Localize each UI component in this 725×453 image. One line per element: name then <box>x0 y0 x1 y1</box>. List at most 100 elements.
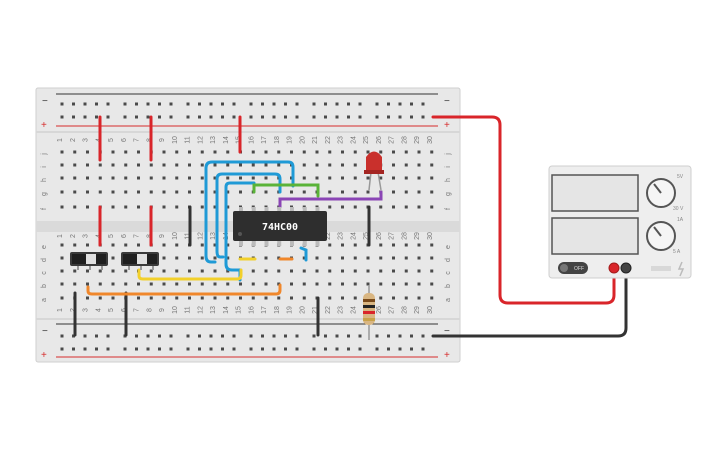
rail-hole[interactable] <box>169 115 173 119</box>
rail-hole[interactable] <box>186 102 190 106</box>
breadboard-hole[interactable] <box>200 205 204 209</box>
breadboard-hole[interactable] <box>60 243 64 247</box>
breadboard-hole[interactable] <box>175 176 179 180</box>
switch-toggle[interactable] <box>137 254 147 264</box>
breadboard-hole[interactable] <box>73 150 77 154</box>
breadboard-hole[interactable] <box>392 243 395 247</box>
breadboard-hole[interactable] <box>392 296 395 300</box>
rail-hole[interactable] <box>146 102 150 106</box>
breadboard-hole[interactable] <box>404 190 408 194</box>
rail-hole[interactable] <box>272 102 276 106</box>
breadboard-hole[interactable] <box>341 296 344 300</box>
breadboard-hole[interactable] <box>226 163 230 167</box>
breadboard-hole[interactable] <box>149 269 153 273</box>
breadboard-hole[interactable] <box>302 150 306 154</box>
breadboard-hole[interactable] <box>328 150 332 154</box>
rail-hole[interactable] <box>387 334 390 338</box>
breadboard-hole[interactable] <box>430 163 434 167</box>
breadboard-hole[interactable] <box>302 269 306 273</box>
rail-hole[interactable] <box>135 347 138 351</box>
breadboard-hole[interactable] <box>60 190 64 194</box>
breadboard-hole[interactable] <box>111 205 115 209</box>
breadboard-hole[interactable] <box>149 282 153 286</box>
positive-terminal[interactable] <box>608 262 620 274</box>
breadboard-hole[interactable] <box>239 282 242 286</box>
breadboard-hole[interactable] <box>353 150 357 154</box>
rail-hole[interactable] <box>324 115 327 119</box>
breadboard-hole[interactable] <box>162 163 166 167</box>
rail-hole[interactable] <box>123 102 127 106</box>
rail-hole[interactable] <box>284 102 287 106</box>
breadboard-hole[interactable] <box>392 256 395 260</box>
rail-hole[interactable] <box>347 334 350 338</box>
breadboard-hole[interactable] <box>430 176 434 180</box>
breadboard-hole[interactable] <box>111 150 115 154</box>
rail-hole[interactable] <box>123 347 127 351</box>
breadboard-hole[interactable] <box>366 190 370 194</box>
breadboard-hole[interactable] <box>200 150 204 154</box>
breadboard-hole[interactable] <box>162 269 166 273</box>
rail-hole[interactable] <box>272 115 276 119</box>
breadboard-hole[interactable] <box>430 205 434 209</box>
breadboard-hole[interactable] <box>188 282 191 286</box>
breadboard-hole[interactable] <box>60 256 64 260</box>
breadboard-hole[interactable] <box>239 296 242 300</box>
rail-hole[interactable] <box>186 347 190 351</box>
rail-hole[interactable] <box>221 347 224 351</box>
breadboard-hole[interactable] <box>417 176 421 180</box>
breadboard-hole[interactable] <box>353 176 357 180</box>
breadboard-hole[interactable] <box>417 190 421 194</box>
breadboard-hole[interactable] <box>251 176 255 180</box>
breadboard-hole[interactable] <box>341 243 344 247</box>
breadboard-hole[interactable] <box>226 243 230 247</box>
breadboard-hole[interactable] <box>404 150 408 154</box>
rail-hole[interactable] <box>312 115 316 119</box>
breadboard-hole[interactable] <box>86 296 89 300</box>
breadboard-hole[interactable] <box>341 150 344 154</box>
breadboard-hole[interactable] <box>149 190 153 194</box>
rail-hole[interactable] <box>106 115 110 119</box>
rail-hole[interactable] <box>158 334 161 338</box>
breadboard-hole[interactable] <box>149 176 153 180</box>
rail-hole[interactable] <box>146 347 150 351</box>
rail-hole[interactable] <box>249 347 253 351</box>
negative-terminal[interactable] <box>620 262 632 274</box>
breadboard-hole[interactable] <box>392 176 395 180</box>
breadboard-hole[interactable] <box>213 205 217 209</box>
rail-hole[interactable] <box>232 347 236 351</box>
breadboard-hole[interactable] <box>430 256 434 260</box>
power-supply[interactable]: 5V 30 V 1A 5 A OFF <box>548 165 692 279</box>
breadboard-hole[interactable] <box>111 163 115 167</box>
breadboard-hole[interactable] <box>328 269 332 273</box>
breadboard-hole[interactable] <box>175 190 179 194</box>
breadboard-hole[interactable] <box>264 163 268 167</box>
rail-hole[interactable] <box>60 115 64 119</box>
breadboard-hole[interactable] <box>60 296 64 300</box>
rail-hole[interactable] <box>261 102 264 106</box>
slide-switch[interactable] <box>70 252 108 270</box>
rail-hole[interactable] <box>398 102 402 106</box>
rail-hole[interactable] <box>410 334 413 338</box>
breadboard-hole[interactable] <box>277 269 281 273</box>
rail-hole[interactable] <box>95 347 98 351</box>
breadboard-hole[interactable] <box>353 256 357 260</box>
breadboard-hole[interactable] <box>264 150 268 154</box>
rail-hole[interactable] <box>272 347 276 351</box>
breadboard-hole[interactable] <box>86 269 89 273</box>
breadboard-hole[interactable] <box>226 282 230 286</box>
breadboard-hole[interactable] <box>430 150 434 154</box>
rail-hole[interactable] <box>347 347 350 351</box>
breadboard-hole[interactable] <box>137 176 140 180</box>
rail-hole[interactable] <box>249 102 253 106</box>
rail-hole[interactable] <box>209 334 213 338</box>
breadboard-hole[interactable] <box>366 176 370 180</box>
breadboard-hole[interactable] <box>175 150 179 154</box>
breadboard-hole[interactable] <box>290 282 293 286</box>
breadboard-hole[interactable] <box>264 190 268 194</box>
rail-hole[interactable] <box>358 115 362 119</box>
yellow-wire[interactable] <box>137 268 243 281</box>
blue-wire[interactable] <box>299 246 308 262</box>
breadboard-hole[interactable] <box>86 163 89 167</box>
breadboard-hole[interactable] <box>73 176 77 180</box>
breadboard-hole[interactable] <box>137 243 140 247</box>
